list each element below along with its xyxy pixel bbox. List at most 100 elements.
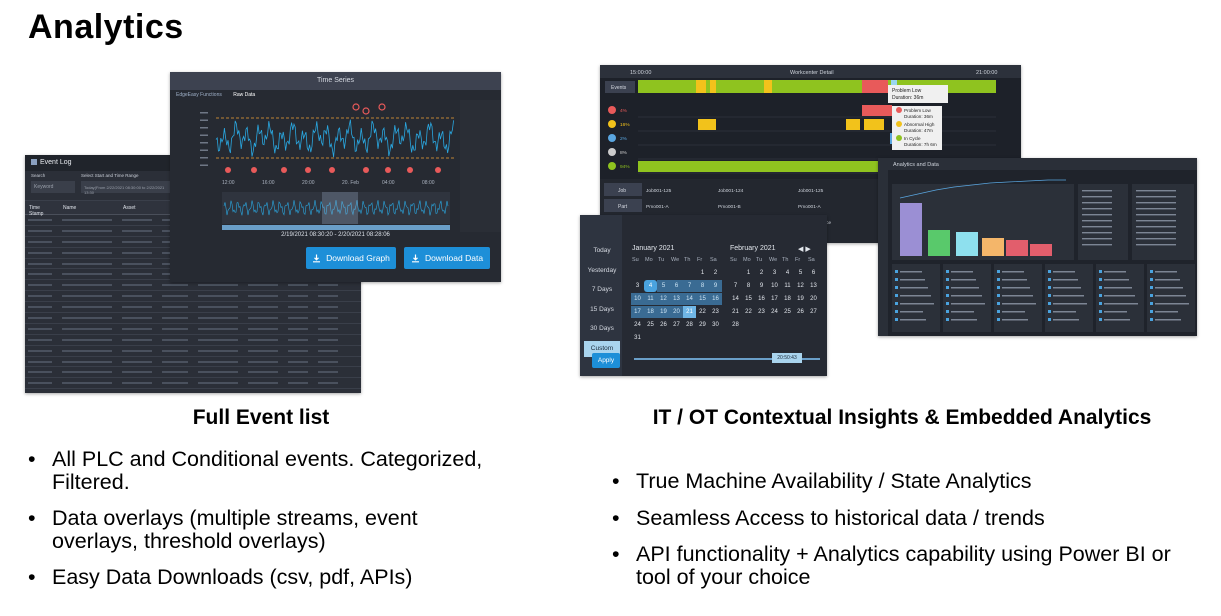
calendar-day[interactable]: 7 (733, 283, 738, 289)
checkbox-icon[interactable] (1099, 318, 1102, 321)
calendar-day[interactable]: 1 (746, 270, 751, 276)
date-preset-custom[interactable]: Custom (584, 340, 620, 357)
events-label[interactable]: Events (611, 85, 627, 91)
calendar-day[interactable]: 5 (798, 270, 803, 276)
checkbox-icon[interactable] (1099, 286, 1102, 289)
tab-raw-data[interactable]: Raw Data (233, 92, 256, 98)
checkbox-icon[interactable] (1150, 310, 1153, 313)
checkbox-icon[interactable] (946, 294, 949, 297)
checkbox-icon[interactable] (1099, 294, 1102, 297)
table-row[interactable] (25, 313, 361, 324)
calendar-day[interactable]: 4 (785, 270, 790, 276)
calendar-day[interactable]: 22 (699, 309, 706, 315)
checkbox-icon[interactable] (895, 278, 898, 281)
time-slider-handle[interactable]: 20:50:43 (772, 353, 802, 363)
calendar-day[interactable]: 8 (696, 280, 709, 292)
date-preset-7-days[interactable]: 7 Days (591, 286, 613, 293)
state-block[interactable] (698, 119, 716, 130)
event-marker[interactable] (225, 167, 231, 173)
calendar-day[interactable]: 17 (631, 306, 644, 318)
calendar-day[interactable]: 3 (772, 270, 777, 276)
calendar-day[interactable]: 27 (810, 309, 817, 315)
calendar-day[interactable]: 18 (644, 306, 657, 318)
calendar-day[interactable]: 22 (745, 309, 752, 315)
calendar-day[interactable]: 11 (784, 283, 791, 289)
calendar-day[interactable]: 15 (745, 296, 752, 302)
pareto-bar[interactable] (928, 230, 950, 256)
checkbox-icon[interactable] (1048, 270, 1051, 273)
table-row[interactable] (25, 324, 361, 335)
calendar-day[interactable]: 19 (657, 306, 670, 318)
event-marker[interactable] (281, 167, 287, 173)
state-block[interactable] (864, 119, 884, 130)
event-marker[interactable] (251, 167, 257, 173)
checkbox-icon[interactable] (1150, 318, 1153, 321)
calendar-day[interactable]: 10 (771, 283, 778, 289)
checkbox-icon[interactable] (895, 286, 898, 289)
calendar-day[interactable]: 6 (670, 280, 683, 292)
calendar-day[interactable]: 24 (634, 322, 641, 328)
pareto-bar[interactable] (956, 232, 978, 256)
checkbox-icon[interactable] (946, 302, 949, 305)
calendar-day[interactable]: 7 (683, 280, 696, 292)
checkbox-icon[interactable] (946, 318, 949, 321)
checkbox-icon[interactable] (946, 310, 949, 313)
navigator-area[interactable] (222, 192, 450, 224)
filter-panel[interactable] (1096, 264, 1144, 332)
calendar-day[interactable]: 14 (732, 296, 739, 302)
calendar-day[interactable]: 27 (673, 322, 680, 328)
checkbox-icon[interactable] (1048, 302, 1051, 305)
calendar-day[interactable]: 23 (712, 309, 719, 315)
filter-panel[interactable] (1147, 264, 1195, 332)
table-row[interactable] (25, 346, 361, 357)
pareto-bar[interactable] (982, 238, 1004, 256)
checkbox-icon[interactable] (1099, 270, 1102, 273)
calendar-day[interactable]: 26 (797, 309, 804, 315)
calendar-day[interactable]: 24 (771, 309, 778, 315)
checkbox-icon[interactable] (997, 294, 1000, 297)
event-marker[interactable] (407, 167, 413, 173)
checkbox-icon[interactable] (1099, 302, 1102, 305)
pareto-bar[interactable] (900, 203, 922, 256)
checkbox-icon[interactable] (1048, 286, 1051, 289)
checkbox-icon[interactable] (1150, 294, 1153, 297)
calendar-day[interactable]: 13 (670, 293, 683, 305)
calendar-day[interactable]: 2 (759, 270, 764, 276)
event-marker[interactable] (329, 167, 335, 173)
download-graph-button[interactable]: Download Graph (306, 247, 396, 269)
checkbox-icon[interactable] (1150, 278, 1153, 281)
calendar-day[interactable]: 10 (631, 293, 644, 305)
state-block[interactable] (638, 161, 996, 172)
download-data-button[interactable]: Download Data (404, 247, 490, 269)
checkbox-icon[interactable] (997, 278, 1000, 281)
checkbox-icon[interactable] (1048, 294, 1051, 297)
event-marker[interactable] (305, 167, 311, 173)
table-row[interactable] (25, 291, 361, 303)
event-marker[interactable] (435, 167, 441, 173)
calendar-day[interactable]: 13 (810, 283, 817, 289)
apply-button[interactable]: Apply (592, 353, 620, 368)
navigator-scrollbar[interactable] (222, 225, 450, 230)
date-preset-yesterday[interactable]: Yesterday (587, 266, 617, 274)
calendar-day[interactable]: 15 (696, 293, 709, 305)
calendar-day[interactable]: 28 (732, 322, 739, 328)
checkbox-icon[interactable] (997, 286, 1000, 289)
checkbox-icon[interactable] (1048, 310, 1051, 313)
calendar-day[interactable]: 31 (634, 335, 641, 341)
checkbox-icon[interactable] (1099, 310, 1102, 313)
col-asset[interactable]: Asset (123, 205, 136, 211)
calendar-day[interactable]: 28 (686, 322, 693, 328)
calendar-day[interactable]: 21 (732, 309, 739, 315)
checkbox-icon[interactable] (1048, 318, 1051, 321)
filter-panel[interactable] (892, 264, 940, 332)
pareto-bar[interactable] (1006, 240, 1028, 256)
calendar-day[interactable]: 9 (759, 283, 764, 289)
calendar-day[interactable]: 4 (644, 280, 657, 292)
calendar-day[interactable]: 3 (635, 283, 640, 289)
alarm-marker[interactable] (352, 103, 360, 111)
checkbox-icon[interactable] (895, 310, 898, 313)
checkbox-icon[interactable] (946, 278, 949, 281)
filter-panel[interactable] (1045, 264, 1093, 332)
col-timestamp[interactable]: Time Stamp (29, 205, 44, 217)
calendar-day[interactable]: 16 (709, 293, 722, 305)
